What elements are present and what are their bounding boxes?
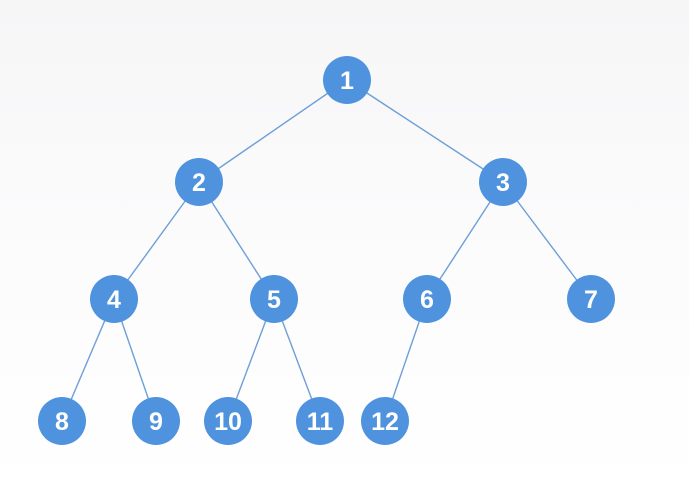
tree-node-5: 5 xyxy=(250,275,298,323)
node-circle xyxy=(479,158,527,206)
node-label: 2 xyxy=(192,169,206,197)
node-label: 8 xyxy=(55,408,69,436)
tree-node-12: 12 xyxy=(361,397,409,445)
node-circle xyxy=(38,397,86,445)
node-circle xyxy=(132,397,180,445)
node-label: 9 xyxy=(149,408,163,436)
node-label: 10 xyxy=(214,408,242,436)
node-label: 12 xyxy=(371,408,399,436)
node-circle xyxy=(204,397,252,445)
tree-node-7: 7 xyxy=(567,275,615,323)
node-circle xyxy=(323,56,371,104)
node-circle xyxy=(250,275,298,323)
node-label: 4 xyxy=(107,286,121,314)
tree-node-2: 2 xyxy=(175,158,223,206)
node-circle xyxy=(361,397,409,445)
edge-3-7 xyxy=(502,181,592,300)
tree-node-8: 8 xyxy=(38,397,86,445)
tree-node-4: 4 xyxy=(90,275,138,323)
tree-node-1: 1 xyxy=(323,56,371,104)
node-circle xyxy=(175,158,223,206)
tree-edges xyxy=(61,79,592,422)
tree-node-3: 3 xyxy=(479,158,527,206)
tree-node-6: 6 xyxy=(403,275,451,323)
node-label: 7 xyxy=(584,286,598,314)
node-label: 11 xyxy=(307,408,334,436)
edge-1-3 xyxy=(346,79,504,183)
node-circle xyxy=(403,275,451,323)
tree-node-11: 11 xyxy=(296,397,344,445)
node-circle xyxy=(296,397,344,445)
tree-node-9: 9 xyxy=(132,397,180,445)
edge-1-2 xyxy=(198,79,348,183)
node-circle xyxy=(567,275,615,323)
tree-node-10: 10 xyxy=(204,397,252,445)
node-label: 3 xyxy=(496,169,510,197)
node-label: 6 xyxy=(420,286,434,314)
edge-2-4 xyxy=(113,181,200,300)
node-label: 5 xyxy=(267,286,281,314)
node-circle xyxy=(90,275,138,323)
node-label: 1 xyxy=(340,67,354,95)
